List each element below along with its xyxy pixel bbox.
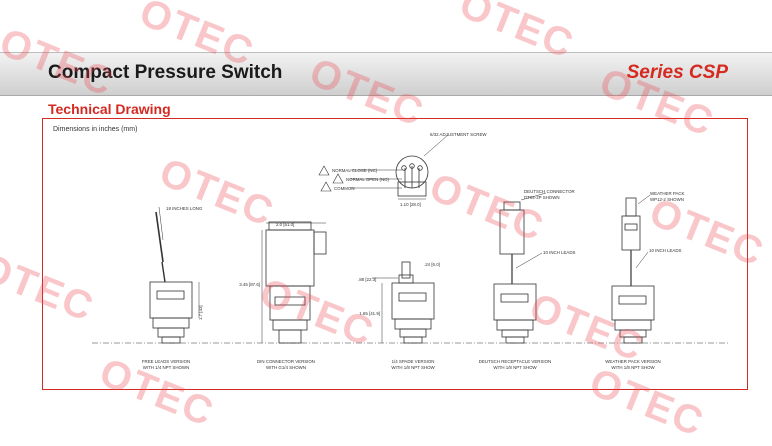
callout-deutsch-connector: DEUTSCH CONNECTOR <box>524 189 575 194</box>
dim-spade-tab: .24 [6.0] <box>424 262 440 267</box>
dim-din-height: 3.45 [87.6] <box>239 282 260 287</box>
caption-deutsch: DEUTSCH RECEPTACLE VERSION <box>479 359 551 364</box>
din-connector-version-drawing <box>261 221 327 344</box>
deutsch-version-drawing <box>493 192 547 344</box>
page-title: Compact Pressure Switch <box>48 62 283 83</box>
header-band <box>0 52 772 96</box>
callout-weather-pack-sub: WP12-2 SHOWN <box>650 197 684 202</box>
caption-spade-sub: WITH 1/8 NPT SHOW <box>391 365 435 370</box>
series-title: Series CSP <box>626 62 728 83</box>
callout-weather-leads: 10 INCH LEADS <box>649 248 682 253</box>
callout-leads-long: 18 INCHES LONG <box>166 206 203 211</box>
caption-weather-pack: WEATHER PACK VERSION <box>605 359 660 364</box>
technical-drawing: 6/32 ADJUSTMENT SCREW NORMAL CLOSE (NC) … <box>92 132 730 370</box>
caption-din-sub: WITH G1/4 SHOWN <box>266 365 306 370</box>
dim-spade-offset: .88 [22.3] <box>358 277 376 282</box>
section-title: Technical Drawing <box>48 101 171 117</box>
caption-free-leads-sub: WITH 1/4 NPT SHOWN <box>143 365 190 370</box>
callout-deutsch-sub: DT04-2P SHOWN <box>524 195 560 200</box>
callout-deutsch-leads: 10 INCH LEADS <box>543 250 576 255</box>
callout-normal-close: NORMAL CLOSE (NC) <box>332 168 378 173</box>
spade-version-drawing <box>372 261 435 344</box>
caption-free-leads: FREE LEADS VERSION <box>142 359 190 364</box>
caption-deutsch-sub: WITH 1/8 NPT SHOW <box>493 365 537 370</box>
callout-common-dim: 1.10 [28.0] <box>400 202 421 207</box>
caption-din: DIN CONNECTOR VERSION <box>257 359 315 364</box>
dim-din-width: 2.0 [51.0] <box>276 222 294 227</box>
dim-spade-height: 1.65 [41.9] <box>359 311 380 316</box>
technical-drawing-frame <box>42 118 748 390</box>
callout-common: COMMON <box>334 186 355 191</box>
callout-normal-open: NORMAL OPEN (NO) <box>346 177 390 182</box>
units-note: Dimensions in inches (mm) <box>53 126 138 133</box>
dim-free-height: 1.7 [43] <box>198 305 203 320</box>
callout-adjustment-screw: 6/32 ADJUSTMENT SCREW <box>430 132 487 137</box>
weather-pack-version-drawing <box>611 194 655 344</box>
caption-weather-pack-sub: WITH 1/8 NPT SHOW <box>611 365 655 370</box>
caption-spade: 1/4 SPADE VERSION <box>392 359 435 364</box>
terminal-detail <box>318 134 449 200</box>
callout-weather-pack: WEATHER PACK <box>650 191 685 196</box>
free-leads-version-drawing <box>149 206 200 344</box>
